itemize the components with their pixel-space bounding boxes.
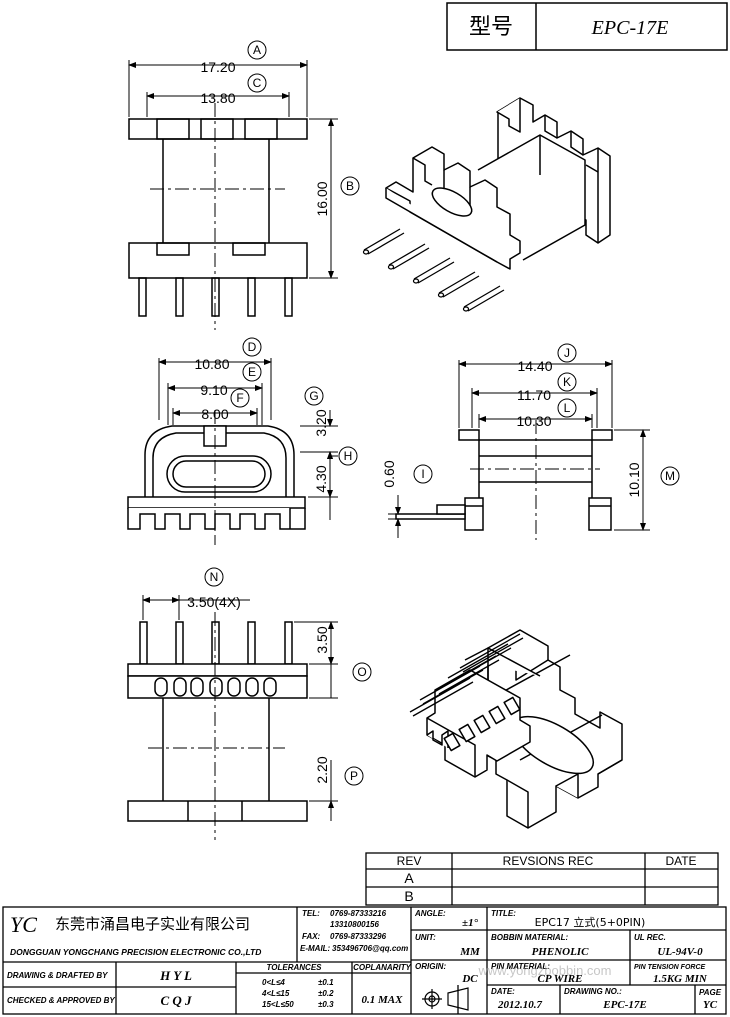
checked-label: CHECKED & APPROVED BY xyxy=(7,996,115,1005)
dim-m-value: 10.10 xyxy=(626,462,642,497)
model-label: 型号 xyxy=(469,15,513,40)
callout-p: P xyxy=(350,769,358,783)
dim-f-value: 8.00 xyxy=(201,406,228,422)
dimension-callouts xyxy=(204,40,680,786)
company-name-cn: 东莞市涌昌电子实业有限公司 xyxy=(55,915,250,933)
fax-value: 0769-87333296 xyxy=(330,932,387,941)
tolerances-label: TOLERANCES xyxy=(267,963,323,972)
tel-label: TEL: xyxy=(302,909,320,918)
bobbin-value: PHENOLIC xyxy=(532,946,590,958)
tol-value-1: ±0.1 xyxy=(318,978,334,987)
checked-value: C Q J xyxy=(160,993,192,1008)
pin-material-value: CP WIRE xyxy=(538,973,583,985)
ulrec-value: UL-94V-0 xyxy=(657,946,703,958)
rec-header: REVSIONS REC xyxy=(503,854,594,868)
angle-label: ANGLE: xyxy=(414,909,446,918)
title-value: EPC17 立式(5+0PIN) xyxy=(535,915,646,929)
callout-i: I xyxy=(421,467,424,481)
callout-g: G xyxy=(309,389,318,403)
tel-value: 0769-87333216 xyxy=(330,909,387,918)
dim-b-value: 16.00 xyxy=(314,181,330,216)
fax-label: FAX: xyxy=(302,932,321,941)
model-value: EPC-17E xyxy=(591,17,669,39)
email-label: E-MAIL: xyxy=(300,944,331,953)
drawing-no-label: DRAWING NO.: xyxy=(564,987,622,996)
dim-o-value: 3.50 xyxy=(314,626,330,653)
callout-e: E xyxy=(248,365,256,379)
dim-j-value: 14.40 xyxy=(517,358,552,374)
origin-label: ORIGIN: xyxy=(415,962,446,971)
tol-range-3: 15<L≤50 xyxy=(262,1000,294,1009)
end-view xyxy=(388,360,650,540)
page-value: YC xyxy=(703,999,718,1011)
callout-j: J xyxy=(564,346,570,360)
drawn-label: DRAWING & DRAFTED BY xyxy=(7,971,108,980)
rev-header: REV xyxy=(397,854,422,868)
pin-tension-label: PIN TENSION FORCE xyxy=(634,964,706,971)
callout-m: M xyxy=(665,469,675,483)
date-header: DATE xyxy=(665,854,696,868)
title-label: TITLE: xyxy=(491,909,516,918)
rev-row-b: B xyxy=(404,888,413,904)
callout-k: K xyxy=(563,375,571,389)
dim-c-value: 13.80 xyxy=(200,90,235,106)
angle-value: ±1° xyxy=(462,917,479,929)
dim-k-value: 11.70 xyxy=(517,387,551,403)
isometric-view-top xyxy=(362,97,611,312)
ulrec-label: UL REC. xyxy=(634,933,666,942)
tol-range-2: 4<L≤15 xyxy=(261,989,290,998)
dim-i-value: 0.60 xyxy=(381,460,397,487)
side-view xyxy=(127,358,338,545)
bobbin-label: BOBBIN MATERIAL: xyxy=(491,933,569,942)
revision-table xyxy=(365,852,719,906)
tol-value-2: ±0.2 xyxy=(318,989,334,998)
watermark: www.yongzbobbin.com xyxy=(478,963,612,978)
drawing-no-value: EPC-17E xyxy=(602,999,646,1011)
title-block xyxy=(2,906,727,1015)
isometric-view-bottom xyxy=(409,629,623,829)
front-view xyxy=(128,60,338,330)
pin-material-label: PIN MATERIAL: xyxy=(491,962,550,971)
callout-b: B xyxy=(346,179,354,193)
callout-f: F xyxy=(236,391,243,405)
email-value: 353496706@qq.com xyxy=(332,944,408,953)
coplanarity-value: 0.1 MAX xyxy=(362,994,404,1006)
callout-c: C xyxy=(253,76,262,90)
bottom-view xyxy=(127,595,338,840)
callout-h: H xyxy=(344,449,353,463)
dim-l-value: 10.30 xyxy=(516,413,551,429)
dim-p-value: 2.20 xyxy=(314,756,330,783)
company-logo: YC xyxy=(10,912,37,937)
callout-l: L xyxy=(564,401,571,415)
tel-value-2: 13310800156 xyxy=(330,920,379,929)
model-header: 型号 EPC-17E xyxy=(446,2,728,51)
date-value: 2012.10.7 xyxy=(497,999,543,1011)
drawn-value: H Y L xyxy=(159,968,192,983)
title-block-text: YC 东莞市涌昌电子实业有限公司 DONGGUAN YONGCHANG PREC… xyxy=(7,909,722,1011)
page-label: PAGE xyxy=(699,988,722,997)
callout-a: A xyxy=(253,43,261,57)
callout-o: O xyxy=(357,665,366,679)
rev-row-a: A xyxy=(404,870,414,886)
pin-tension-value: 1.5KG MIN xyxy=(653,973,708,985)
coplanarity-label: COPLANARITY xyxy=(353,963,411,972)
dim-h-value: 4.30 xyxy=(313,465,329,492)
company-name-en: DONGGUAN YONGCHANG PRECISION ELECTRONIC … xyxy=(10,947,261,957)
callout-d: D xyxy=(248,340,257,354)
tol-range-1: 0<L≤4 xyxy=(262,978,285,987)
projection-symbol-icon xyxy=(422,987,469,1011)
origin-value: DC xyxy=(461,973,478,985)
dim-g-value: 3.20 xyxy=(313,409,329,436)
dim-n-value: 3.50(4X) xyxy=(187,594,241,610)
unit-value: MM xyxy=(459,946,481,958)
dim-d-value: 10.80 xyxy=(194,356,229,372)
dim-a-value: 17.20 xyxy=(200,59,235,75)
callout-n: N xyxy=(210,570,219,584)
tol-value-3: ±0.3 xyxy=(318,1000,334,1009)
dim-e-value: 9.10 xyxy=(200,382,227,398)
unit-label: UNIT: xyxy=(415,933,436,942)
date-label: DATE: xyxy=(491,987,515,996)
